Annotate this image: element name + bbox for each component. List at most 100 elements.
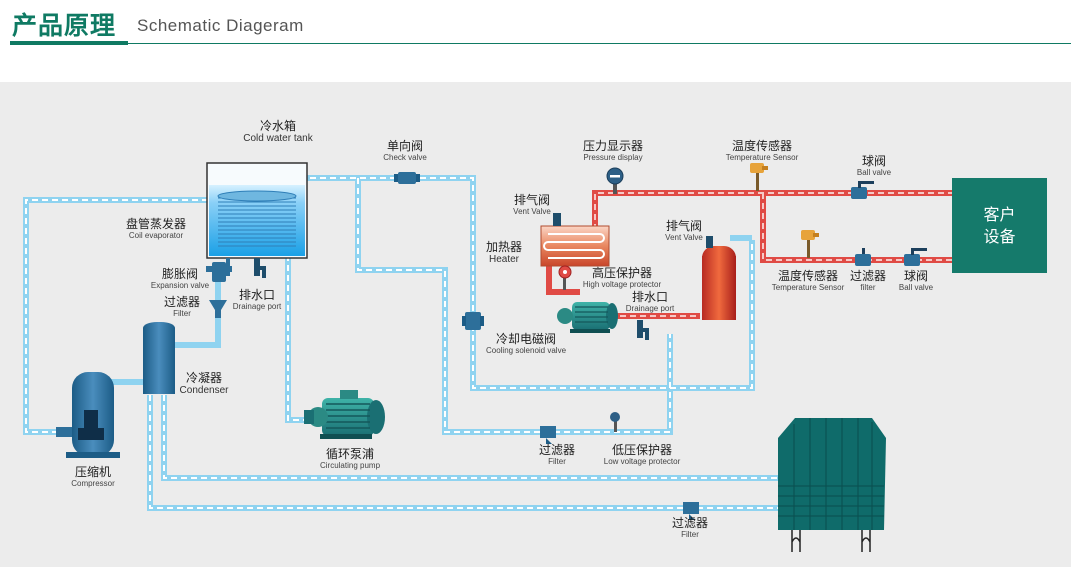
label-cn: 加热器	[485, 240, 523, 254]
label-ball-valve-top: 球阀 Ball valve	[857, 154, 891, 178]
expansion-valve	[206, 258, 232, 282]
label-en: Filter	[681, 530, 699, 539]
customer-label-line1: 客户	[983, 204, 1016, 224]
label-en: Coil evaporator	[128, 231, 184, 240]
label-expansion-valve: 膨胀阀 Expansion valve	[151, 267, 209, 291]
label-cn: 过滤器	[538, 443, 576, 457]
label-temperature-sensor-bottom: 温度传感器 Temperature Sensor	[772, 269, 844, 293]
ball-valve-top	[851, 181, 874, 199]
label-cn: 排水口	[631, 290, 669, 304]
label-en: Vent Valve	[665, 233, 703, 242]
label-en: Compressor	[71, 479, 115, 488]
vent-valve-right	[706, 236, 713, 248]
label-en: Low voltage protector	[603, 457, 681, 466]
label-en: filter	[860, 283, 876, 292]
heater	[540, 225, 610, 267]
label-cn: 排水口	[238, 288, 276, 302]
label-cn: 冷凝器	[185, 371, 223, 385]
label-cn: 循环泵浦	[325, 447, 374, 461]
label-en: Drainage port	[625, 304, 675, 313]
label-filter-mid: 过滤器 Filter	[539, 443, 575, 467]
label-en: Filter	[173, 309, 191, 318]
label-cold-water-tank: 冷水箱 Cold water tank	[243, 119, 312, 145]
label-en: Vent Valve	[513, 207, 551, 216]
label-drainage-port-left: 排水口 Drainage port	[233, 288, 281, 312]
label-en: Ball valve	[898, 283, 934, 292]
label-en: Drainage port	[232, 302, 282, 311]
label-coil-evaporator: 盘管蒸发器 Coil evaporator	[126, 217, 186, 241]
label-en: Cold water tank	[243, 133, 313, 144]
filter-mid	[540, 426, 556, 444]
filter-right	[855, 248, 871, 266]
label-en: Pressure display	[583, 153, 643, 162]
customer-label-line2: 设备	[983, 226, 1016, 246]
label-check-valve: 单向阀 Check valve	[383, 139, 427, 163]
label-cn: 冷水箱	[259, 119, 297, 133]
label-drainage-port-mid: 排水口 Drainage port	[626, 290, 674, 314]
red-water-tank	[702, 246, 736, 320]
low-voltage-protector	[610, 412, 620, 432]
label-cn: 压缩机	[74, 465, 112, 479]
cooling-tower	[778, 418, 886, 552]
page-title: 产品原理	[12, 11, 117, 40]
label-cn: 温度传感器	[731, 139, 793, 153]
pressure-display	[606, 167, 624, 194]
ball-valve-bottom	[904, 248, 927, 266]
label-en: Circulating pump	[319, 461, 381, 470]
label-cn: 盘管蒸发器	[125, 217, 187, 231]
label-en: Check valve	[383, 153, 427, 162]
heater-pump	[557, 302, 618, 333]
label-cn: 单向阀	[386, 139, 424, 153]
label-filter-right: 过滤器 filter	[850, 269, 886, 293]
filter-left	[209, 300, 227, 318]
check-valve	[394, 172, 420, 184]
section-header: 产品原理 Schematic Diageram	[0, 0, 1071, 60]
condenser	[143, 322, 175, 394]
temperature-sensor-top	[750, 163, 768, 191]
label-cn: 过滤器	[163, 295, 201, 309]
customer-equipment: 客户 设备	[952, 178, 1047, 273]
label-cn: 球阀	[861, 154, 886, 168]
cold-water-tank	[206, 162, 308, 259]
label-vent-valve-right: 排气阀 Vent Valve	[665, 219, 703, 243]
cooling-solenoid-valve	[462, 312, 484, 330]
filter-bottom	[683, 502, 699, 520]
label-en: Filter	[548, 457, 566, 466]
label-cn: 球阀	[903, 269, 928, 283]
temperature-sensor-bottom	[801, 230, 819, 258]
label-pressure-display: 压力显示器 Pressure display	[583, 139, 643, 163]
label-en: Cooling solenoid valve	[485, 346, 567, 355]
label-en: Ball valve	[856, 168, 892, 177]
page-subtitle: Schematic Diageram	[137, 16, 304, 35]
label-temperature-sensor-top: 温度传感器 Temperature Sensor	[726, 139, 798, 163]
label-cn: 低压保护器	[611, 443, 672, 457]
label-compressor: 压缩机 Compressor	[71, 465, 115, 489]
label-heater: 加热器 Heater	[486, 240, 522, 266]
label-high-voltage-protector: 高压保护器 High voltage protector	[583, 266, 661, 290]
label-cn: 过滤器	[671, 516, 709, 530]
label-en: High voltage protector	[582, 280, 662, 289]
diagram-background	[0, 82, 1071, 567]
label-circulating-pump: 循环泵浦 Circulating pump	[320, 447, 380, 471]
vent-valve-left	[553, 213, 561, 226]
label-cn: 排气阀	[513, 193, 550, 207]
label-cn: 温度传感器	[777, 269, 839, 283]
compressor	[56, 372, 120, 458]
label-ball-valve-bottom: 球阀 Ball valve	[899, 269, 933, 293]
header-divider	[128, 43, 1071, 44]
label-cn: 排气阀	[665, 219, 702, 233]
drainage-port-mid	[637, 320, 649, 340]
circulating-pump	[304, 390, 385, 439]
label-cooling-solenoid-valve: 冷却电磁阀 Cooling solenoid valve	[486, 332, 566, 356]
label-cn: 高压保护器	[591, 266, 653, 280]
label-vent-valve-left: 排气阀 Vent Valve	[513, 193, 551, 217]
label-en: Expansion valve	[150, 281, 210, 290]
label-filter-bottom: 过滤器 Filter	[672, 516, 708, 540]
label-en: Condenser	[179, 385, 229, 396]
label-en: Temperature Sensor	[725, 153, 799, 162]
label-cn: 膨胀阀	[161, 267, 199, 281]
label-cn: 过滤器	[849, 269, 887, 283]
label-low-voltage-protector: 低压保护器 Low voltage protector	[604, 443, 681, 467]
label-cn: 压力显示器	[582, 139, 644, 153]
